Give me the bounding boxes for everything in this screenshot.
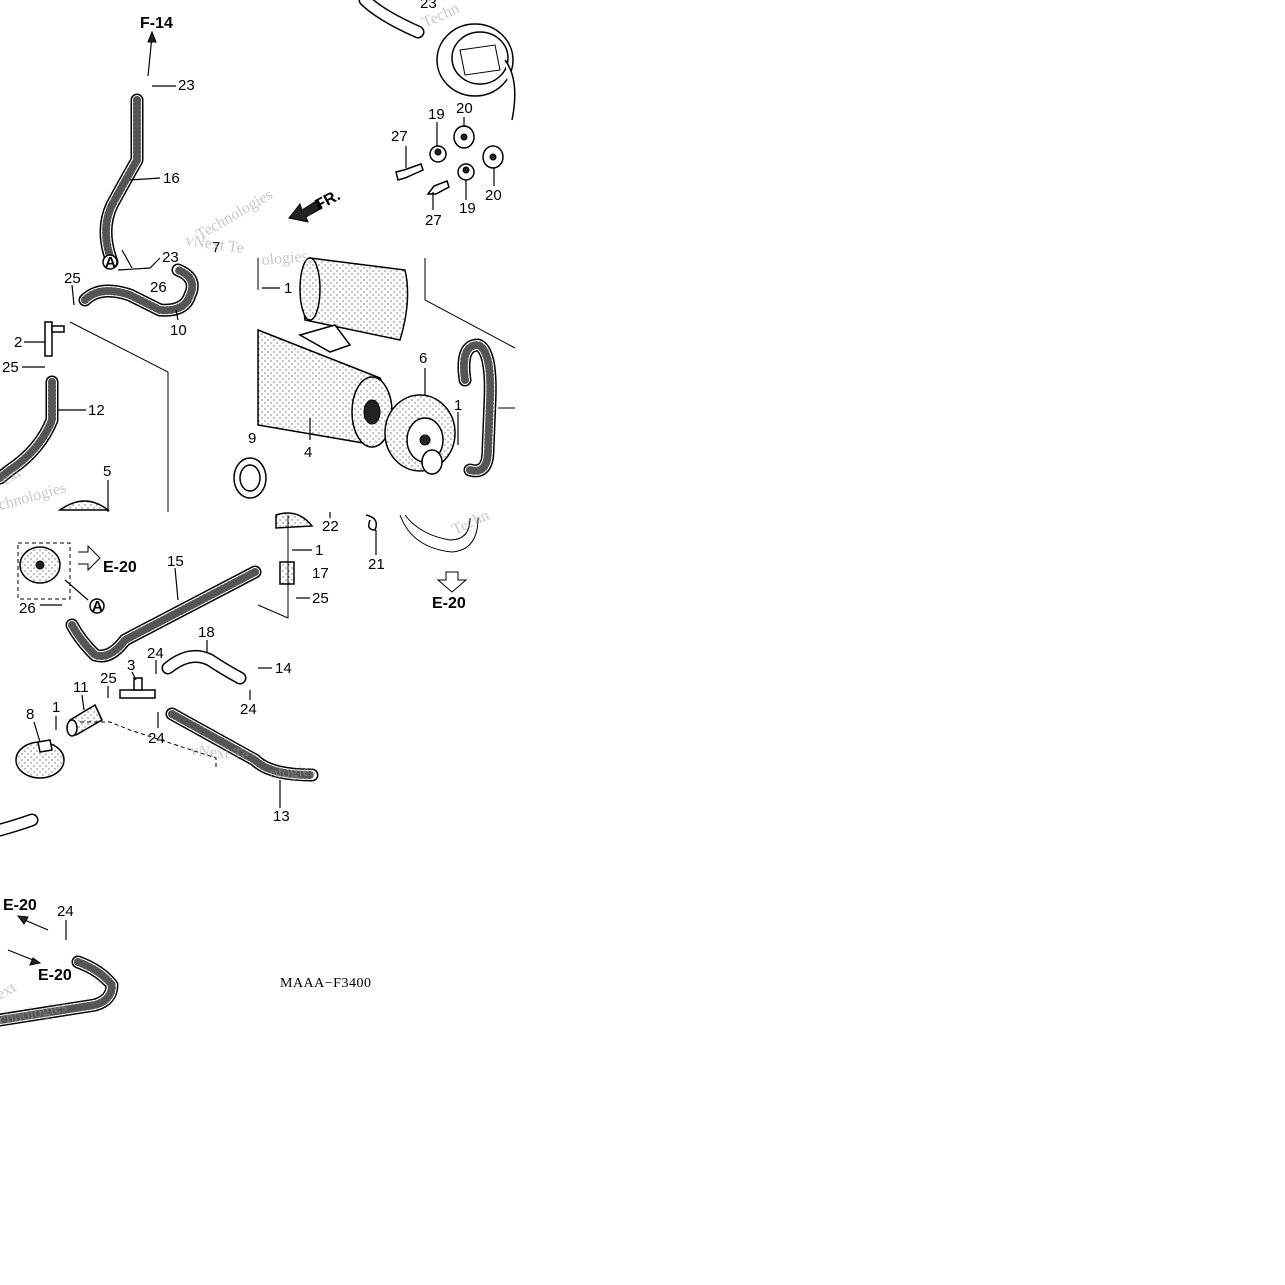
- callout: 19: [428, 106, 445, 123]
- part-code: MAAA−F3400: [280, 976, 371, 991]
- part-5: [57, 500, 111, 511]
- callout: 20: [456, 100, 473, 117]
- part-e20-box: [17, 542, 71, 600]
- callout: 17: [312, 565, 329, 582]
- canister-upper: [299, 257, 409, 341]
- hose-13: [165, 707, 319, 782]
- part-8: [15, 739, 65, 779]
- leader-lines: [7, 30, 495, 966]
- callout: 7: [212, 239, 220, 256]
- circle-a-markers: A A: [89, 254, 118, 615]
- hose-10: [78, 263, 199, 317]
- callout: 25: [2, 359, 19, 376]
- callout: 8: [26, 706, 34, 723]
- ref-arrows: [78, 544, 468, 593]
- callout: 23: [162, 249, 179, 266]
- svg-text:A: A: [92, 598, 103, 615]
- hose-lower-left: [0, 813, 39, 837]
- callout: 19: [459, 200, 476, 217]
- hose-12: [0, 375, 59, 485]
- part-21: [365, 514, 378, 531]
- callout: 13: [273, 808, 290, 825]
- callout: 3: [127, 657, 135, 674]
- callout-numbers: 23 23 16 23 26 25 10 2 25 12 5 9 7 1 4 6…: [2, 0, 502, 920]
- callout: 12: [88, 402, 105, 419]
- hose-16: [99, 93, 144, 269]
- part-22: [275, 512, 314, 529]
- filter-cap-6: [384, 394, 456, 475]
- ref-e20-d: E-20: [38, 967, 72, 984]
- callout: 5: [103, 463, 111, 480]
- callout: 27: [391, 128, 408, 145]
- callout: 18: [198, 624, 215, 641]
- hose-15: [65, 565, 262, 663]
- hose-right-loop: [457, 338, 497, 478]
- callout: 24: [240, 701, 257, 718]
- watermark: vNext Te Techn Technologies ologies ext …: [0, 0, 492, 1029]
- front-arrow: [288, 199, 323, 223]
- svg-text:chnologies: chnologies: [0, 998, 69, 1029]
- callout: 1: [315, 542, 323, 559]
- hose-bottom: [0, 955, 119, 1027]
- pulley: [436, 23, 516, 121]
- callout: 1: [454, 397, 462, 414]
- callout: 25: [100, 670, 117, 687]
- callout: 23: [178, 77, 195, 94]
- hose-e20-bend: [399, 514, 479, 553]
- ref-e20-b: E-20: [432, 595, 466, 612]
- ref-e20-c: E-20: [3, 897, 37, 914]
- callout: 6: [419, 350, 427, 367]
- callout: 25: [312, 590, 329, 607]
- joint-3: [119, 677, 156, 699]
- callout: 25: [64, 270, 81, 287]
- callout: 16: [163, 170, 180, 187]
- callout: 14: [275, 660, 292, 677]
- callout: 4: [304, 444, 312, 461]
- callout: 26: [150, 279, 167, 296]
- svg-text:ologies: ologies: [261, 248, 309, 269]
- svg-text:Techn: Techn: [450, 507, 492, 539]
- fasteners-19-20-27: [395, 125, 504, 195]
- callout: 10: [170, 322, 187, 339]
- svg-text:ologies: ologies: [269, 763, 316, 782]
- canister-4: [257, 324, 393, 448]
- part-17: [279, 561, 295, 585]
- callout: 15: [167, 553, 184, 570]
- hose-top-right: [358, 0, 425, 39]
- callout: 22: [322, 518, 339, 535]
- svg-text:Technologies: Technologies: [194, 186, 276, 243]
- frame-lines: [69, 258, 516, 770]
- callout: 26: [19, 600, 36, 617]
- hose-18: [161, 649, 247, 685]
- clamp-9: [233, 457, 267, 499]
- callout: 2: [14, 334, 22, 351]
- callout: 11: [73, 679, 89, 696]
- callout: 24: [147, 645, 164, 662]
- callout: 23: [420, 0, 437, 12]
- callout: 1: [52, 699, 60, 716]
- callout: 24: [57, 903, 74, 920]
- callout: 1: [284, 280, 292, 297]
- svg-text:A: A: [105, 254, 116, 271]
- joint-2: [44, 321, 65, 357]
- svg-text:vNext Te: vNext Te: [190, 742, 250, 764]
- valve-11: [66, 703, 103, 737]
- ref-e20-a: E-20: [103, 559, 137, 576]
- callout: 20: [485, 187, 502, 204]
- callout: 9: [248, 430, 256, 447]
- callout: 24: [148, 730, 165, 747]
- callout: 21: [368, 556, 385, 573]
- ref-f14: F-14: [140, 15, 173, 32]
- callout: 27: [425, 212, 442, 229]
- svg-text:ext: ext: [0, 979, 19, 1004]
